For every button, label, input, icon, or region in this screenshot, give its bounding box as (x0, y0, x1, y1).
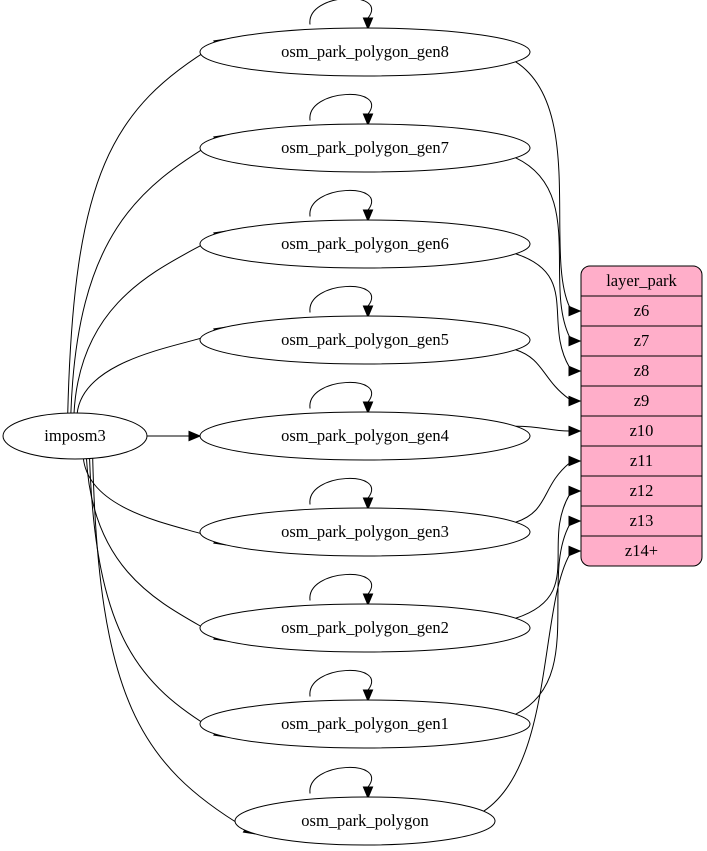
arrowhead-gen8-to-z6 (568, 305, 582, 317)
arrowhead-base-to-z14+ (568, 545, 582, 557)
node-label-base: osm_park_polygon (301, 811, 428, 830)
node-imposm3[interactable] (2, 412, 148, 460)
arrowhead-gen1-to-z13 (568, 515, 582, 527)
edge-gen4-to-z10 (515, 425, 570, 432)
node-label-gen7: osm_park_polygon_gen7 (281, 138, 449, 157)
node-gen4[interactable] (199, 411, 531, 461)
table-row-z9[interactable]: z9 (634, 391, 650, 410)
arrowhead-gen5-to-z9 (568, 395, 582, 407)
node-label-gen2: osm_park_polygon_gen2 (281, 618, 449, 637)
node-label-gen5: osm_park_polygon_gen5 (281, 330, 449, 349)
node-label-gen3: osm_park_polygon_gen3 (281, 522, 449, 541)
edge-gen2-to-z12 (515, 494, 571, 619)
nodes-layer: imposm3 osm_park_polygon_gen8 osm_park_pol… (2, 27, 531, 846)
arrowhead-self-loop-gen7 (362, 113, 374, 127)
table-row-z14+[interactable]: z14+ (625, 541, 658, 560)
node-gen8[interactable] (199, 27, 531, 77)
edge-imposm3-to-gen3 (82, 457, 217, 540)
arrowhead-gen3-to-z11 (568, 455, 582, 467)
edge-gen8-to-z6 (515, 61, 571, 308)
table-row-z7[interactable]: z7 (634, 331, 650, 350)
arrowhead-gen7-to-z7 (568, 335, 582, 347)
arrowhead-self-loop-base (362, 786, 374, 800)
arrowhead-gen6-to-z8 (568, 365, 582, 377)
self-loop-gen6 (309, 189, 372, 217)
node-label-gen1: osm_park_polygon_gen1 (281, 714, 449, 733)
arrowhead-gen4-to-z10 (568, 425, 582, 437)
edge-imposm3-to-gen5 (76, 332, 217, 415)
node-gen3[interactable] (199, 507, 531, 557)
edge-base-to-z14+ (483, 554, 571, 812)
node-gen5[interactable] (199, 315, 531, 365)
arrowhead-self-loop-gen3 (362, 497, 374, 511)
layer-park-table: layer_park z6 z7 z8 z9 z10 z11 z12 z13 z14+ (580, 265, 703, 567)
edge-gen6-to-z8 (515, 253, 571, 368)
edge-imposm3-to-gen8 (67, 44, 217, 415)
node-gen7[interactable] (199, 123, 531, 173)
edge-gen1-to-z13 (515, 524, 571, 715)
arrowhead-self-loop-gen5 (362, 305, 374, 319)
table-header-label: layer_park (606, 271, 677, 290)
table-row-z12[interactable]: z12 (630, 481, 654, 500)
table-row-z10[interactable]: z10 (630, 421, 654, 440)
table-row-z6[interactable]: z6 (634, 301, 650, 320)
node-label-imposm3: imposm3 (44, 426, 105, 445)
arrowhead-self-loop-gen8 (362, 17, 374, 31)
edge-imposm3-to-gen2 (85, 457, 217, 636)
edge-gen7-to-z7 (515, 157, 571, 338)
self-loop-gen3 (309, 477, 372, 505)
edge-imposm3-to-base (92, 457, 247, 829)
edge-imposm3-to-gen1 (89, 457, 217, 732)
self-loop-gen2 (309, 573, 372, 601)
self-loop-base (309, 766, 372, 794)
table-row-z8[interactable]: z8 (634, 361, 650, 380)
edge-imposm3-to-gen7 (70, 140, 217, 415)
node-label-gen8: osm_park_polygon_gen8 (281, 42, 449, 61)
node-gen1[interactable] (199, 699, 531, 749)
arrowhead-self-loop-gen1 (362, 689, 374, 703)
arrowhead-self-loop-gen6 (362, 209, 374, 223)
node-label-gen4: osm_park_polygon_gen4 (281, 426, 449, 445)
self-loop-gen5 (309, 285, 372, 313)
arrowhead-imposm3-to-gen4 (188, 430, 202, 442)
table-row-z11[interactable]: z11 (630, 451, 653, 470)
node-gen2[interactable] (199, 603, 531, 653)
arrowhead-self-loop-gen4 (362, 401, 374, 415)
arrowhead-self-loop-gen2 (362, 593, 374, 607)
edge-imposm3-to-gen6 (73, 236, 217, 415)
edge-gen5-to-z9 (515, 349, 570, 400)
arrowhead-gen2-to-z12 (568, 485, 582, 497)
node-gen6[interactable] (199, 219, 531, 269)
table-row-z13[interactable]: z13 (630, 511, 654, 530)
self-loop-gen7 (309, 93, 372, 121)
self-loop-gen8 (309, 0, 372, 25)
node-base[interactable] (234, 796, 496, 846)
self-loop-gen1 (309, 669, 372, 697)
edge-gen3-to-z11 (515, 462, 570, 523)
node-label-gen6: osm_park_polygon_gen6 (281, 234, 449, 253)
self-loop-gen4 (309, 381, 372, 409)
